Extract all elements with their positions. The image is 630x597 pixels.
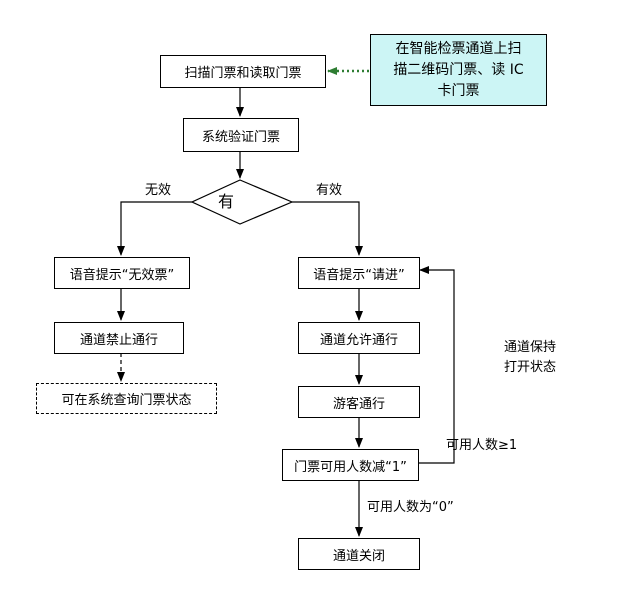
loop-back-arrow — [418, 266, 455, 464]
decision-diamond — [190, 179, 294, 225]
visitor-pass-box: 游客通行 — [298, 386, 420, 418]
keep-open-line2: 打开状态 — [503, 360, 556, 375]
scan-channel-note: 在智能检票通道上扫 描二维码门票、读 IC 卡门票 — [370, 34, 547, 106]
verify-ticket-box: 系统验证门票 — [183, 118, 299, 152]
invalid-branch-arrow — [117, 201, 192, 256]
note-line2: 描二维码门票、读 IC — [393, 61, 524, 78]
voice-enter-box: 语音提示“请进” — [298, 257, 420, 289]
invalid-label: 无效 — [145, 183, 172, 198]
deny-passage-box: 通道禁止通行 — [54, 322, 184, 354]
allow-passage-box: 通道允许通行 — [298, 322, 420, 354]
decrement-count-box: 门票可用人数减“1” — [282, 449, 419, 481]
note-line1: 在智能检票通道上扫 — [395, 40, 522, 57]
scan-ticket-box: 扫描门票和读取门票 — [160, 55, 326, 88]
voice-invalid-box: 语音提示“无效票” — [54, 257, 190, 289]
keep-open-line1: 通道保持 — [503, 340, 556, 355]
valid-branch-arrow — [292, 201, 363, 256]
remaining-zero-label: 可用人数为“0” — [367, 500, 454, 515]
decision-label: 有 — [218, 192, 235, 211]
valid-label: 有效 — [316, 183, 343, 198]
close-passage-box: 通道关闭 — [298, 538, 420, 570]
query-status-box: 可在系统查询门票状态 — [36, 383, 217, 414]
note-line3: 卡门票 — [437, 82, 480, 99]
remaining-ge1-label: 可用人数≥1 — [446, 438, 518, 453]
keep-open-note: 通道保持 打开状态 — [498, 338, 562, 378]
